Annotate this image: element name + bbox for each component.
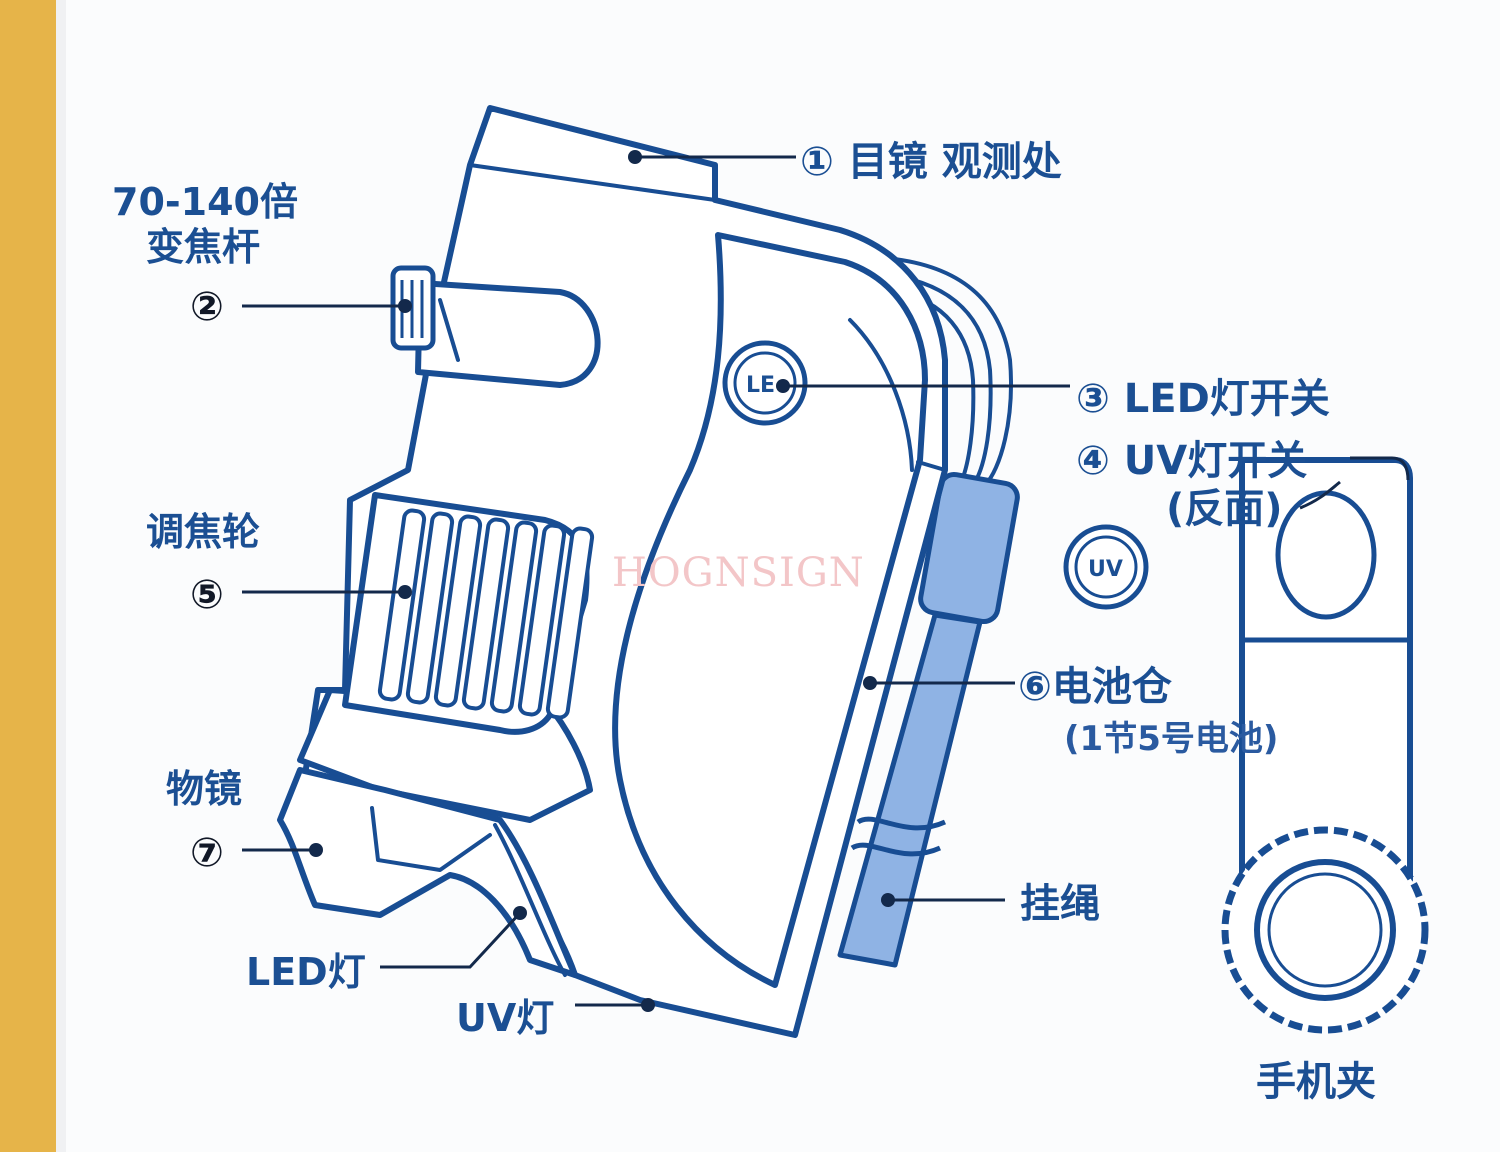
zoom-lever bbox=[390, 265, 601, 388]
leader-lines bbox=[242, 150, 1410, 1012]
label-uv-light: UV灯 bbox=[456, 996, 554, 1040]
focus-wheel-ridge bbox=[489, 520, 539, 714]
objective-window bbox=[370, 806, 492, 872]
leader-dot bbox=[398, 299, 412, 313]
side-panel bbox=[612, 232, 928, 988]
label-led-light: LED灯 bbox=[246, 950, 366, 994]
zoom-slot-inner bbox=[438, 298, 460, 362]
leader-dot bbox=[628, 150, 642, 164]
focus-wheel-ridge bbox=[517, 523, 567, 717]
leader-led-light bbox=[380, 911, 522, 969]
lanyard-illustration bbox=[837, 256, 1020, 968]
label-led-switch: ③ LED灯开关 bbox=[1076, 376, 1330, 422]
led-button-text: LE bbox=[746, 373, 775, 398]
led-button-inner bbox=[733, 351, 797, 415]
focus-wheel bbox=[342, 492, 595, 735]
focus-wheel-ridges bbox=[377, 508, 595, 720]
focus-wheel-ridge bbox=[405, 511, 455, 705]
eyepiece-block bbox=[468, 163, 717, 202]
background-frame bbox=[0, 0, 58, 1152]
leader-dot bbox=[641, 998, 655, 1012]
label-zoom-range: 70-140倍 bbox=[112, 180, 298, 224]
focus-wheel-ridge bbox=[377, 508, 427, 702]
paper-edge bbox=[56, 0, 66, 1152]
led-button: LE bbox=[722, 340, 808, 426]
lanyard-strap bbox=[837, 612, 983, 968]
lanyard-wave bbox=[856, 816, 947, 831]
label-uv-switch-note: (反面) bbox=[1166, 486, 1283, 532]
lanyard-cord bbox=[883, 256, 1013, 487]
label-battery: ⑥电池仓 bbox=[1018, 664, 1173, 710]
label-eyepiece: ① 目镜 观测处 bbox=[800, 139, 1062, 185]
objective-nose bbox=[277, 767, 578, 978]
rail-line bbox=[848, 318, 914, 472]
lanyard-wave2 bbox=[850, 842, 942, 857]
focus-wheel-ridge bbox=[433, 514, 483, 708]
leader-dot bbox=[881, 893, 895, 907]
label-battery-note: (1节5号电池) bbox=[1064, 719, 1278, 759]
leader-dot bbox=[513, 906, 527, 920]
watermark-text: HOGNSIGN bbox=[612, 550, 865, 596]
phone-clip-hole bbox=[1275, 490, 1377, 620]
lanyard-cord-inner bbox=[888, 273, 993, 484]
zoom-slot bbox=[415, 280, 601, 388]
label-objective-number: ⑦ bbox=[190, 830, 224, 876]
leader-uv-switch bbox=[1350, 456, 1410, 481]
leader-dot bbox=[863, 676, 877, 690]
phone-clip-knob-core bbox=[1267, 872, 1383, 988]
uv-button: UV bbox=[1063, 524, 1149, 610]
labels: ① 目镜 观测处 70-140倍 变焦杆 ② ③ LED灯开关 ④ UV灯开关 … bbox=[112, 139, 1376, 1105]
focus-wheel-ridge bbox=[461, 517, 511, 711]
label-zoom-number: ② bbox=[190, 284, 224, 330]
uv-button-text: UV bbox=[1088, 557, 1123, 582]
label-objective: 物镜 bbox=[166, 767, 242, 811]
leader-uv-switch-note bbox=[1299, 480, 1341, 510]
label-focus-number: ⑤ bbox=[190, 572, 224, 618]
phone-clip-illustration bbox=[1221, 457, 1429, 1034]
focus-wheel-ridge bbox=[545, 526, 595, 720]
label-focus-wheel: 调焦轮 bbox=[146, 510, 260, 554]
label-phone-clip: 手机夹 bbox=[1256, 1059, 1376, 1105]
leader-dot bbox=[309, 843, 323, 857]
uv-button-inner bbox=[1074, 535, 1138, 599]
label-zoom-lever: 变焦杆 bbox=[146, 225, 260, 269]
leader-dot bbox=[776, 379, 790, 393]
side-rail bbox=[916, 460, 947, 472]
leader-dot bbox=[398, 585, 412, 599]
lower-rail bbox=[493, 823, 567, 977]
label-uv-switch: ④ UV灯开关 bbox=[1076, 438, 1307, 484]
label-lanyard: 挂绳 bbox=[1020, 881, 1100, 927]
